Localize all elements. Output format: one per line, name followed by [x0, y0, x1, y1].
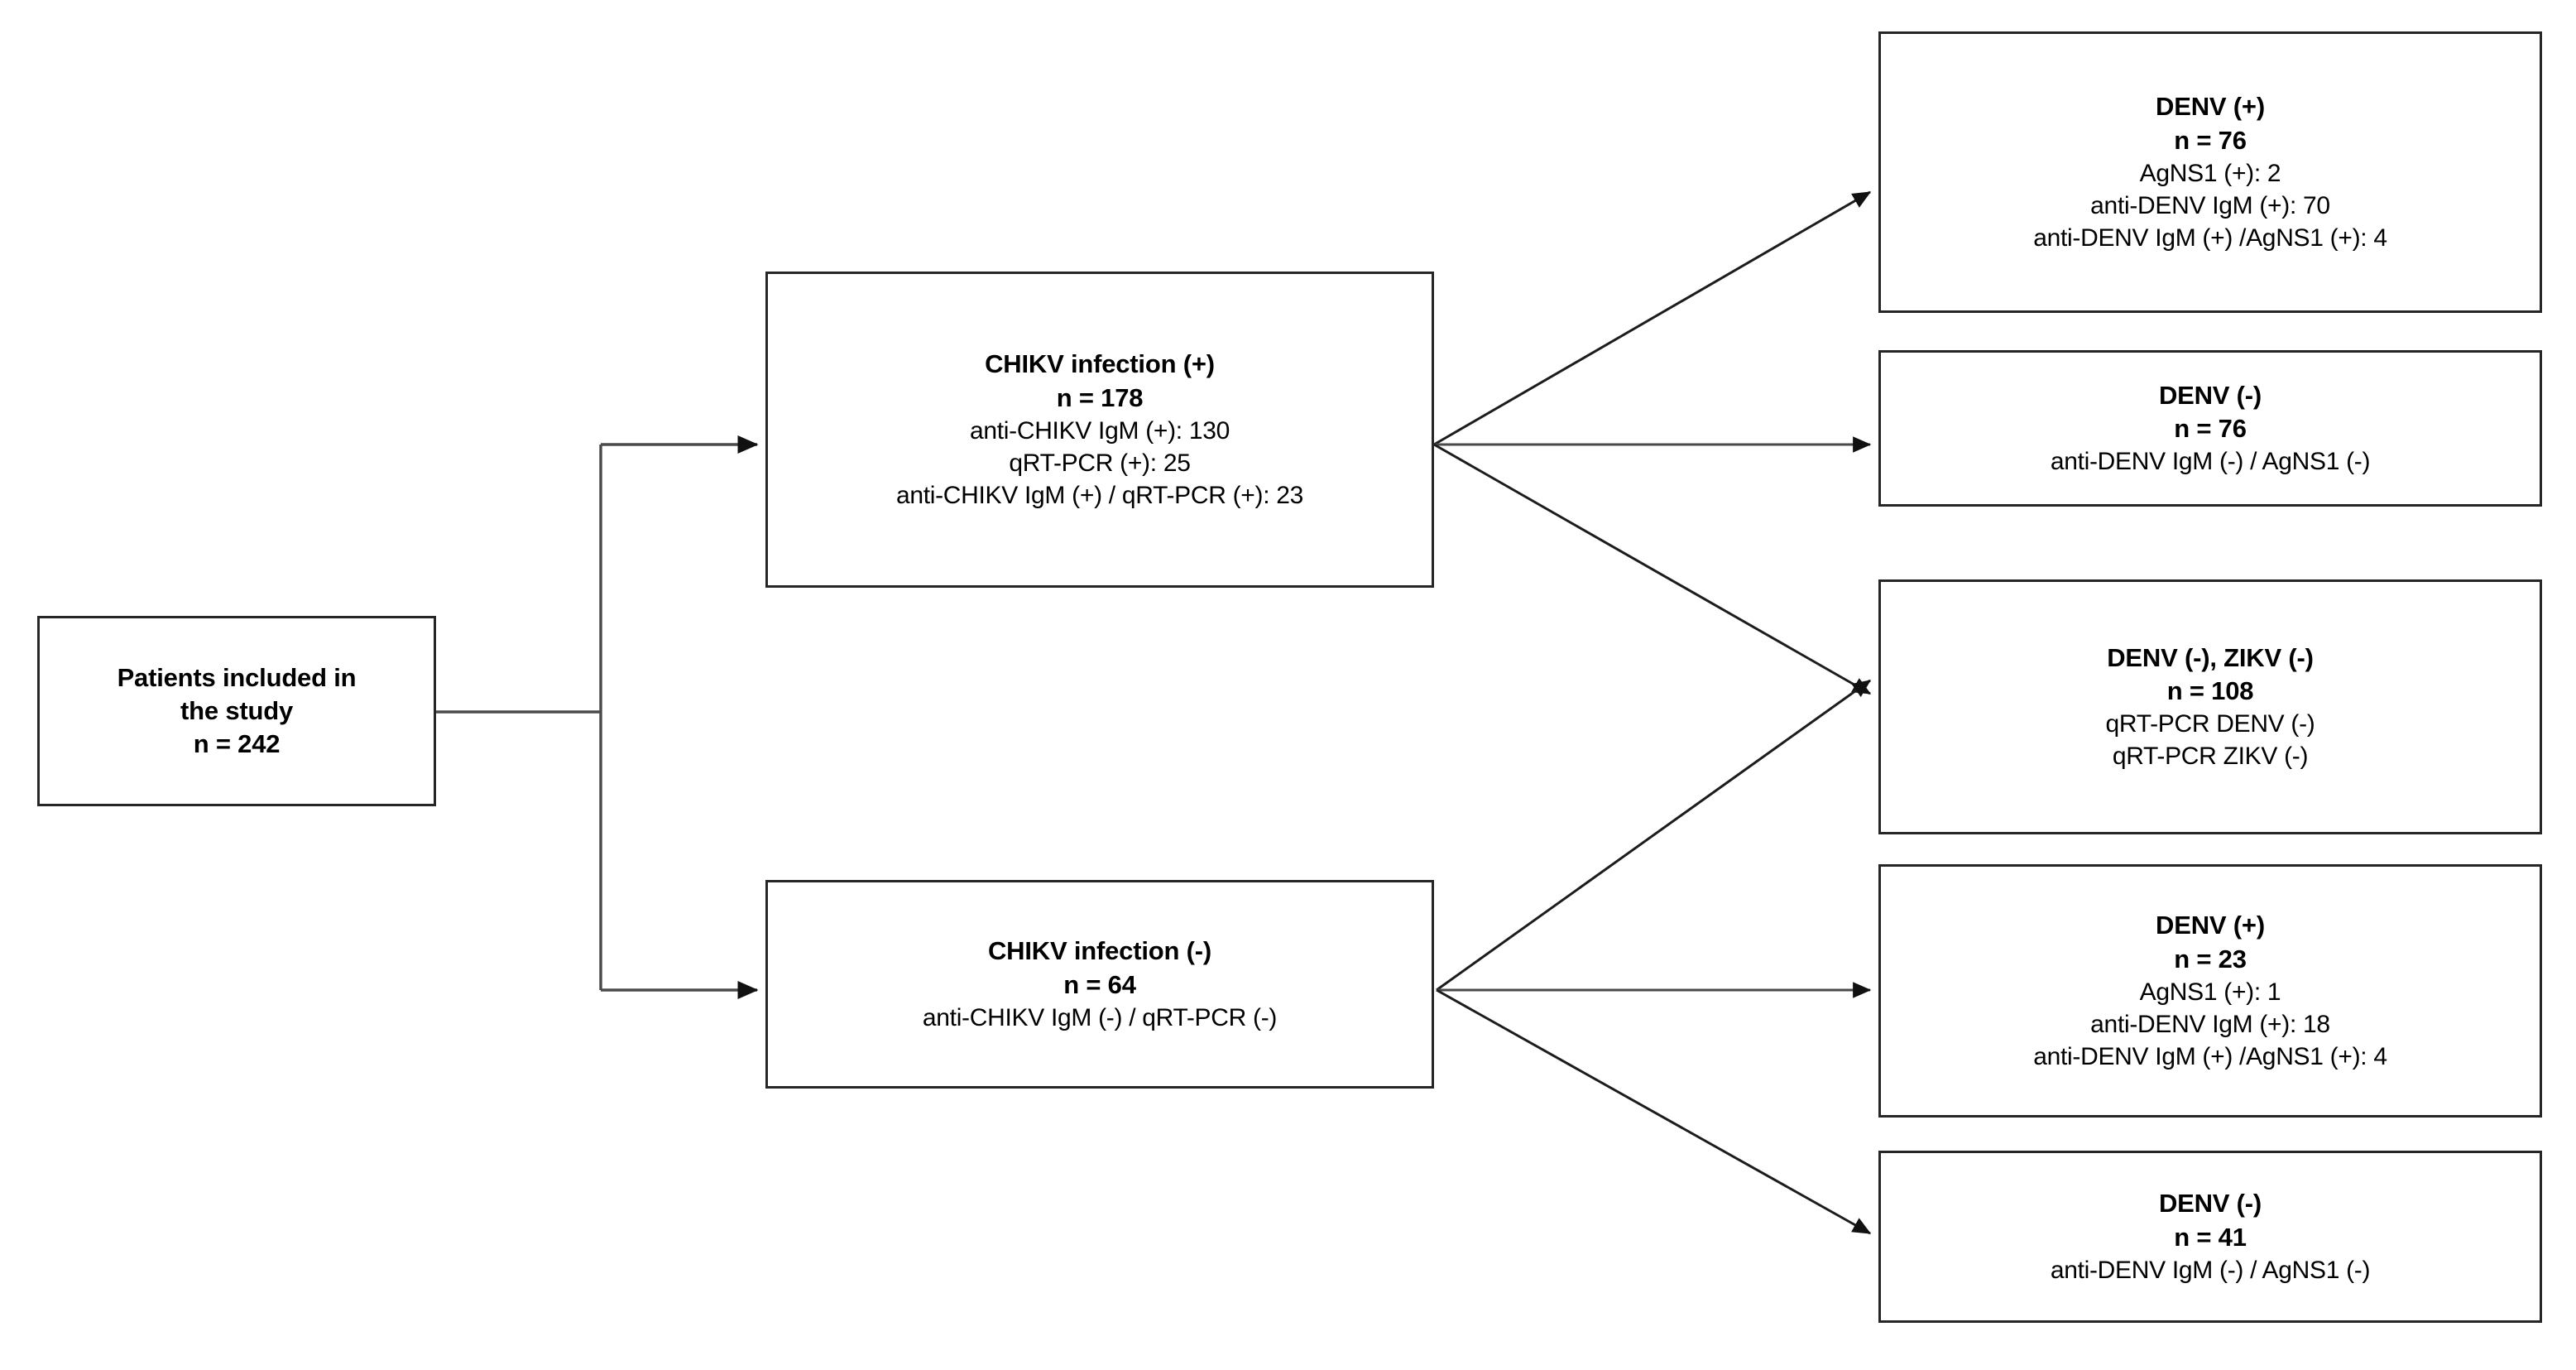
node-count: n = 108: [2166, 676, 2254, 705]
node-denv-negative-bottom[interactable]: DENV (-) n = 41 anti-DENV IgM (-) / AgNS…: [1878, 1151, 2542, 1323]
node-detail: anti-CHIKV IgM (+): 130: [969, 416, 1230, 445]
edge-chikvpos-to-denvpos-top: [1433, 190, 1872, 446]
node-denv-positive-top[interactable]: DENV (+) n = 76 AgNS1 (+): 2 anti-DENV I…: [1878, 31, 2542, 313]
node-title: DENV (-): [2158, 380, 2262, 410]
node-count: n = 64: [1063, 969, 1136, 999]
node-chikv-infection-negative[interactable]: CHIKV infection (-) n = 64 anti-CHIKV Ig…: [765, 880, 1434, 1089]
node-detail: anti-DENV IgM (+): 18: [2090, 1010, 2330, 1038]
node-count: n = 76: [2174, 125, 2247, 155]
node-title-line2: the study: [180, 695, 293, 725]
node-chikv-infection-positive[interactable]: CHIKV infection (+) n = 178 anti-CHIKV I…: [765, 272, 1434, 588]
node-detail: anti-CHIKV IgM (-) / qRT-PCR (-): [922, 1003, 1278, 1031]
edge-chikvpos-to-denvzikv-neg: [1433, 443, 1872, 695]
node-detail: qRT-PCR ZIKV (-): [2112, 743, 2309, 771]
node-detail: qRT-PCR (+): 25: [1009, 449, 1191, 477]
node-detail: anti-DENV IgM (+): 70: [2090, 191, 2330, 219]
node-count: n = 41: [2174, 1222, 2247, 1252]
node-count: n = 76: [2174, 414, 2247, 443]
edge-chikvneg-to-denvzikv-neg: [1436, 679, 1872, 992]
node-title: DENV (+): [2156, 92, 2265, 122]
edge-chikvneg-to-denvneg-bottom: [1436, 988, 1872, 1235]
node-detail: anti-DENV IgM (+) /AgNS1 (+): 4: [2033, 224, 2387, 252]
node-detail: anti-DENV IgM (+) /AgNS1 (+): 4: [2033, 1042, 2387, 1070]
node-detail: AgNS1 (+): 1: [2139, 978, 2281, 1006]
node-count: n = 242: [193, 729, 281, 759]
node-denv-positive-bottom[interactable]: DENV (+) n = 23 AgNS1 (+): 1 anti-DENV I…: [1878, 864, 2542, 1118]
node-title: DENV (+): [2156, 911, 2265, 940]
node-detail: anti-DENV IgM (-) / AgNS1 (-): [2050, 1256, 2371, 1284]
node-count: n = 178: [1056, 382, 1144, 412]
node-title: DENV (-): [2158, 1189, 2262, 1219]
node-title: DENV (-), ZIKV (-): [2107, 642, 2314, 672]
node-denv-zikv-negative[interactable]: DENV (-), ZIKV (-) n = 108 qRT-PCR DENV …: [1878, 579, 2542, 834]
node-patients-included[interactable]: Patients included in the study n = 242: [37, 616, 436, 806]
node-title: CHIKV infection (-): [987, 936, 1211, 966]
node-title: Patients included in: [117, 662, 357, 692]
node-detail: qRT-PCR DENV (-): [2105, 710, 2315, 738]
node-denv-negative-top[interactable]: DENV (-) n = 76 anti-DENV IgM (-) / AgNS…: [1878, 350, 2542, 507]
node-detail: anti-DENV IgM (-) / AgNS1 (-): [2050, 448, 2371, 476]
node-count: n = 23: [2174, 944, 2247, 973]
node-detail: AgNS1 (+): 2: [2139, 159, 2281, 187]
node-title: CHIKV infection (+): [985, 349, 1215, 379]
node-detail: anti-CHIKV IgM (+) / qRT-PCR (+): 23: [895, 481, 1304, 509]
